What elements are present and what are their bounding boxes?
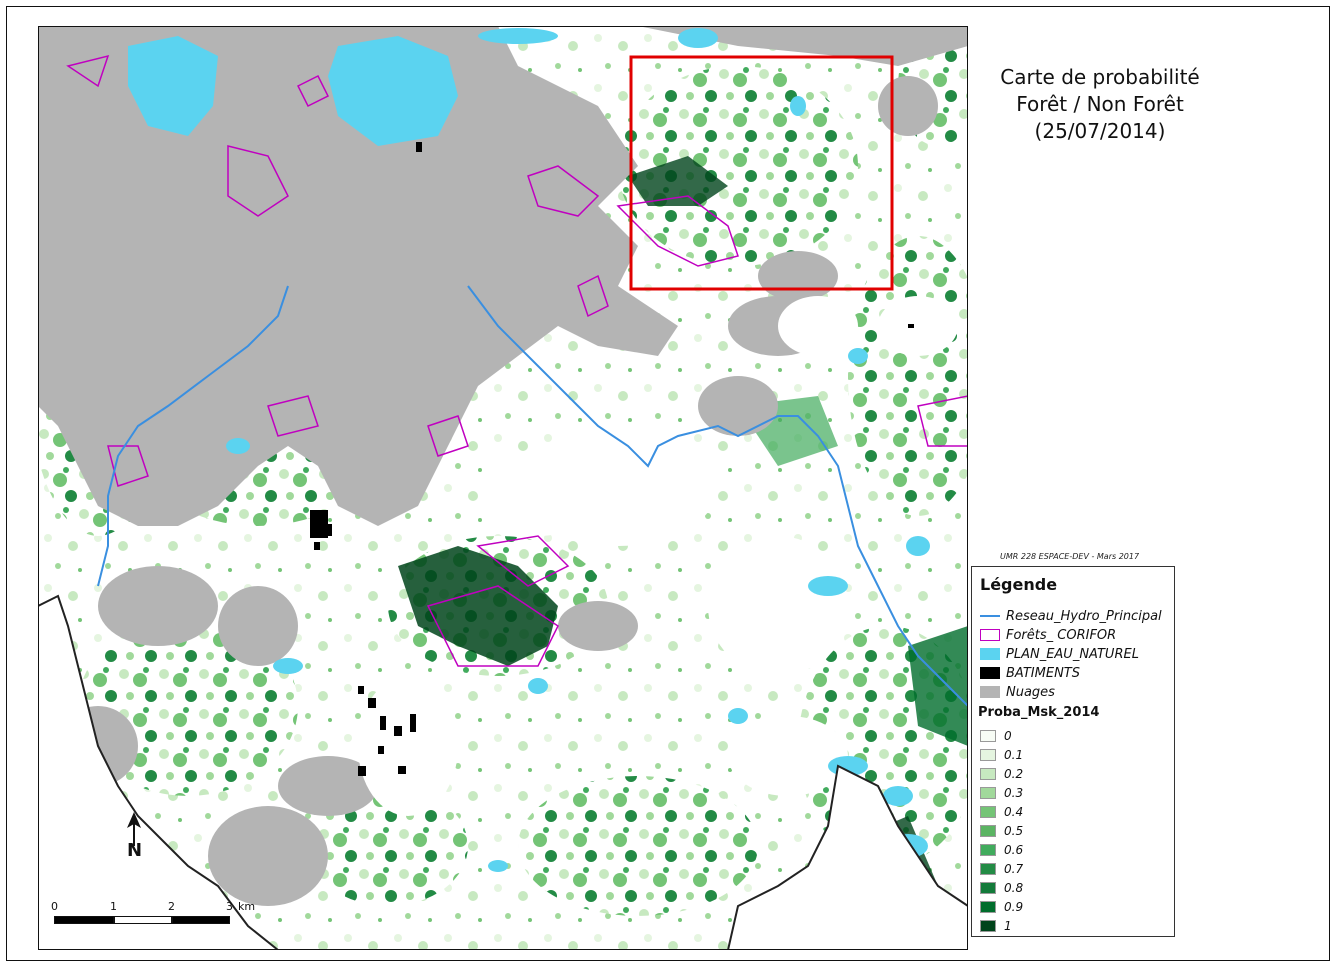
ramp-row: 0.8 bbox=[980, 879, 1023, 897]
ramp-label: 0.5 bbox=[1004, 824, 1024, 838]
buildings-layer bbox=[310, 142, 914, 776]
zoom-highlight-box bbox=[629, 55, 894, 291]
ramp-swatch bbox=[980, 787, 996, 799]
ramp-label: 0.4 bbox=[1004, 805, 1024, 819]
ramp-row: 0.4 bbox=[980, 803, 1023, 821]
map-neatline bbox=[38, 26, 968, 950]
ramp-label: 0.2 bbox=[1004, 767, 1024, 781]
legend-label-river: Reseau_Hydro_Principal bbox=[1006, 608, 1162, 624]
legend-panel: Légende Reseau_Hydro_Principal Forêts_ C… bbox=[971, 566, 1175, 937]
ramp-row: 0.2 bbox=[980, 765, 1023, 783]
forest-outline-icon bbox=[980, 629, 1000, 641]
coastline bbox=[38, 594, 279, 950]
ramp-swatch bbox=[980, 920, 996, 932]
scale-tick-1: 1 bbox=[110, 900, 117, 913]
ramp-row: 0.7 bbox=[980, 860, 1023, 878]
ramp-label: 0.6 bbox=[1004, 843, 1024, 857]
north-label: N bbox=[127, 840, 143, 861]
ramp-swatch bbox=[980, 806, 996, 818]
legend-item-water: PLAN_EAU_NATUREL bbox=[980, 645, 1139, 663]
ramp-row: 0.9 bbox=[980, 898, 1023, 916]
ramp-title: Proba_Msk_2014 bbox=[978, 705, 1100, 720]
ramp-row: 0.1 bbox=[980, 746, 1023, 764]
ramp-swatch bbox=[980, 825, 996, 837]
river-line-icon bbox=[980, 615, 1000, 617]
scale-segment-1 bbox=[54, 916, 114, 924]
legend-label-water: PLAN_EAU_NATUREL bbox=[1006, 646, 1139, 662]
title-line-2: Forêt / Non Forêt bbox=[1016, 92, 1184, 116]
ramp-row: 0.5 bbox=[980, 822, 1023, 840]
title-line-1: Carte de probabilité bbox=[1000, 65, 1200, 89]
ramp-swatch bbox=[980, 844, 996, 856]
legend-title: Légende bbox=[980, 575, 1058, 594]
north-arrow: N bbox=[124, 812, 144, 882]
title-line-3: (25/07/2014) bbox=[1034, 119, 1166, 143]
scale-tick-0: 0 bbox=[51, 900, 58, 913]
credit-text: UMR 228 ESPACE-DEV - Mars 2017 bbox=[1000, 552, 1140, 561]
ramp-swatch bbox=[980, 749, 996, 761]
clearing-areas bbox=[358, 296, 958, 816]
scale-segment-3 bbox=[172, 916, 230, 924]
ramp-swatch bbox=[980, 768, 996, 780]
water-fill-icon bbox=[980, 648, 1000, 660]
legend-item-forest: Forêts_ CORIFOR bbox=[980, 626, 1116, 644]
cloud-fill-icon bbox=[980, 686, 1000, 698]
map-canvas bbox=[38, 26, 968, 950]
scale-segment-2 bbox=[114, 916, 172, 924]
ramp-label: 0 bbox=[1004, 729, 1012, 743]
scale-unit: km bbox=[238, 900, 256, 913]
building-fill-icon bbox=[980, 667, 1000, 679]
river-network-layer bbox=[97, 285, 968, 707]
legend-item-river: Reseau_Hydro_Principal bbox=[980, 607, 1162, 625]
ramp-row: 0.6 bbox=[980, 841, 1023, 859]
map-title: Carte de probabilité Forêt / Non Forêt (… bbox=[990, 64, 1210, 145]
ramp-label: 0.7 bbox=[1004, 862, 1024, 876]
ramp-swatch bbox=[980, 863, 996, 875]
scale-bar: 0 1 2 3 km bbox=[48, 900, 278, 940]
ramp-row: 0.3 bbox=[980, 784, 1023, 802]
ramp-label: 0.1 bbox=[1004, 748, 1024, 762]
legend-item-buildings: BATIMENTS bbox=[980, 664, 1080, 682]
scale-tick-3: 3 bbox=[226, 900, 233, 913]
ramp-swatch bbox=[980, 730, 996, 742]
legend-item-clouds: Nuages bbox=[980, 683, 1055, 701]
cloud-mask-layer bbox=[38, 26, 968, 906]
coastline-east bbox=[727, 764, 968, 950]
legend-label-clouds: Nuages bbox=[1006, 684, 1055, 700]
ramp-label: 0.8 bbox=[1004, 881, 1024, 895]
ramp-label: 0.9 bbox=[1004, 900, 1024, 914]
ramp-swatch bbox=[980, 882, 996, 894]
legend-label-buildings: BATIMENTS bbox=[1006, 665, 1080, 681]
legend-label-forest: Forêts_ CORIFOR bbox=[1006, 627, 1117, 643]
ramp-row: 1 bbox=[980, 917, 1012, 935]
ramp-label: 0.3 bbox=[1004, 786, 1024, 800]
ramp-row: 0 bbox=[980, 727, 1012, 745]
north-arrow-icon bbox=[127, 812, 141, 846]
scale-tick-2: 2 bbox=[168, 900, 175, 913]
ramp-label: 1 bbox=[1004, 919, 1012, 933]
ramp-swatch bbox=[980, 901, 996, 913]
